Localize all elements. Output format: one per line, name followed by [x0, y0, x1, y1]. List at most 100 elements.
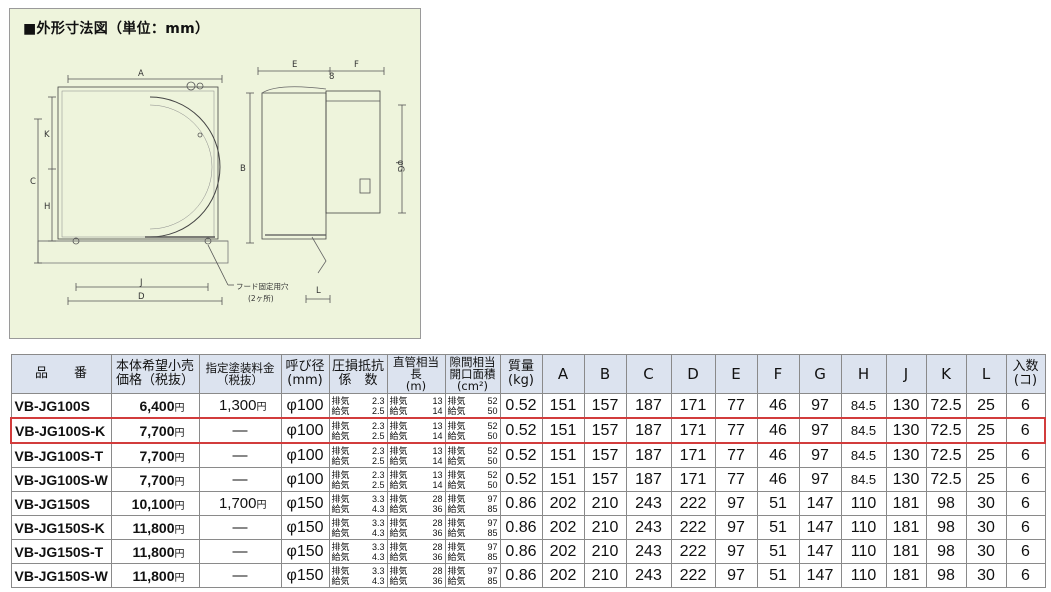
supply-value: 14	[432, 405, 443, 416]
dim-label-e: E	[292, 60, 297, 70]
cell-duct-length: 排気 28 給気 36	[386, 515, 446, 540]
exhaust-label: 排気	[389, 541, 408, 552]
cell-dim-d: 171	[670, 393, 716, 419]
cell-dim-f: 46	[756, 442, 800, 468]
header-duct: 直管相当長(m)	[386, 354, 446, 394]
cell-price: 7,700円	[110, 417, 200, 444]
exhaust-label: 排気	[447, 395, 466, 406]
cell-paint-fee: 1,300円	[198, 393, 282, 419]
cell-dim-f: 51	[756, 491, 800, 516]
supply-label: 給気	[331, 479, 350, 490]
cell-dim-j: 130	[885, 442, 927, 468]
cell-dim-k: 98	[925, 539, 967, 564]
supply-label: 給気	[331, 405, 350, 416]
exhaust-label: 排気	[389, 445, 408, 456]
supply-value: 50	[487, 455, 498, 466]
header-c: C	[625, 354, 672, 394]
header-l: L	[965, 354, 1007, 394]
cell-dim-c: 243	[625, 563, 672, 588]
cell-dim-g: 147	[798, 491, 842, 516]
cell-dim-h: 110	[840, 563, 887, 588]
cell-dim-d: 171	[670, 467, 716, 492]
dim-label-b: B	[240, 164, 246, 174]
cell-mass: 0.86	[499, 539, 543, 564]
dimension-drawing: A C K H J D E 8 F B φG L フード固定用穴 (2ヶ所)	[30, 60, 406, 305]
cell-dim-a: 202	[541, 563, 585, 588]
supply-value: 50	[487, 405, 498, 416]
supply-value: 85	[487, 503, 498, 514]
header-g: G	[798, 354, 842, 394]
exhaust-label: 排気	[331, 517, 350, 528]
dim-label-j: J	[139, 278, 143, 288]
exhaust-label: 排気	[331, 565, 350, 576]
cell-model: VB-JG150S-K	[10, 515, 112, 540]
exhaust-label: 排気	[389, 469, 408, 480]
supply-value: 14	[432, 455, 443, 466]
exhaust-value: 3.3	[371, 565, 385, 576]
cell-price: 7,700円	[110, 467, 200, 492]
cell-price: 7,700円	[110, 442, 200, 468]
supply-value: 50	[487, 430, 498, 441]
cell-paint-fee: —	[198, 467, 282, 492]
cell-dim-f: 46	[756, 417, 800, 444]
cell-paint-fee: —	[198, 417, 282, 444]
supply-value: 85	[487, 575, 498, 586]
header-b: B	[583, 354, 627, 394]
cell-dim-j: 130	[885, 417, 927, 444]
cell-dim-a: 151	[541, 467, 585, 492]
cell-qty: 6	[1005, 563, 1046, 588]
cell-dim-j: 181	[885, 563, 927, 588]
cell-dim-a: 151	[541, 417, 585, 444]
cell-mass: 0.86	[499, 515, 543, 540]
cell-dim-b: 157	[583, 467, 627, 492]
cell-dim-a: 202	[541, 539, 585, 564]
header-paint: 指定塗装料金（税抜）	[198, 354, 282, 394]
cell-dim-c: 187	[625, 442, 672, 468]
exhaust-label: 排気	[389, 517, 408, 528]
cell-paint-fee: —	[198, 515, 282, 540]
exhaust-value: 97	[487, 517, 498, 528]
exhaust-value: 3.3	[371, 541, 385, 552]
supply-value: 14	[432, 479, 443, 490]
dim-label-l: L	[316, 286, 321, 296]
exhaust-value: 52	[487, 469, 498, 480]
cell-dim-c: 243	[625, 491, 672, 516]
supply-value: 85	[487, 527, 498, 538]
cell-dim-j: 181	[885, 491, 927, 516]
cell-dim-k: 98	[925, 563, 967, 588]
cell-mass: 0.52	[499, 417, 543, 444]
supply-label: 給気	[331, 430, 350, 441]
supply-value: 36	[432, 527, 443, 538]
cell-dim-c: 243	[625, 515, 672, 540]
exhaust-label: 排気	[389, 395, 408, 406]
cell-paint-fee: 1,700円	[198, 491, 282, 516]
supply-label: 給気	[389, 527, 408, 538]
supply-value: 2.5	[371, 479, 385, 490]
exhaust-label: 排気	[447, 541, 466, 552]
exhaust-value: 13	[432, 395, 443, 406]
exhaust-value: 28	[432, 517, 443, 528]
exhaust-value: 52	[487, 420, 498, 431]
cell-paint-fee: —	[198, 563, 282, 588]
supply-label: 給気	[331, 551, 350, 562]
cell-qty: 6	[1005, 539, 1046, 564]
mount-hole-count: (2ヶ所)	[248, 293, 274, 303]
supply-label: 給気	[389, 575, 408, 586]
cell-dim-h: 84.5	[840, 393, 887, 419]
exhaust-value: 2.3	[371, 420, 385, 431]
cell-dim-b: 157	[583, 393, 627, 419]
exhaust-value: 28	[432, 541, 443, 552]
header-j: J	[885, 354, 927, 394]
cell-dim-g: 97	[798, 417, 842, 444]
cell-mass: 0.86	[499, 491, 543, 516]
supply-value: 36	[432, 551, 443, 562]
